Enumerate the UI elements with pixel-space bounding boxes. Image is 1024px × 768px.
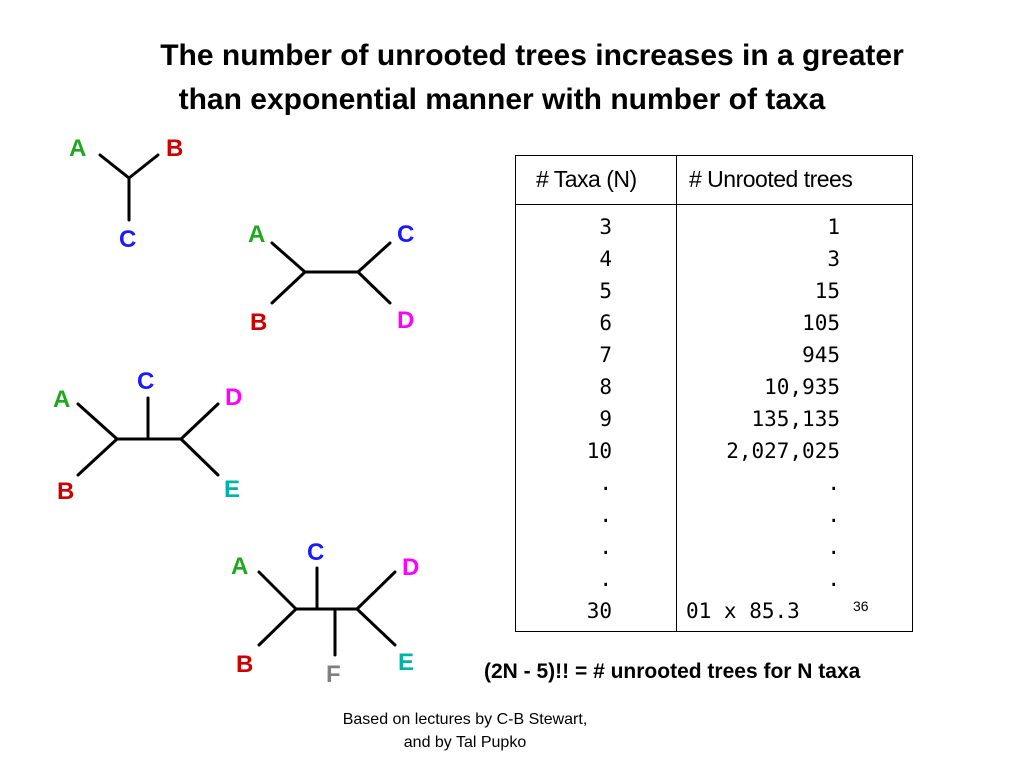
credit-line-2: and by Tal Pupko	[403, 734, 527, 751]
cell-taxa: 5	[599, 279, 612, 303]
tree6-label-e: E	[398, 649, 414, 676]
tree-4-taxa-branches	[270, 241, 392, 305]
table-row: 10 2,027,025	[516, 437, 912, 469]
tree6-label-d: D	[402, 554, 419, 581]
cell-unrooted-trees: 2,027,025	[726, 439, 840, 463]
cell-unrooted-trees: 01 x 85.3	[686, 599, 800, 623]
cell-taxa: 4	[599, 247, 612, 271]
header-taxa: # Taxa (N)	[536, 166, 637, 192]
cell-unrooted-trees: 945	[802, 343, 840, 367]
cell-unrooted-trees: 105	[802, 311, 840, 335]
cell-taxa: 9	[599, 407, 612, 431]
tree4-label-d: D	[397, 307, 414, 334]
cell-taxa: 6	[599, 311, 612, 335]
table-row: ..	[516, 501, 912, 533]
slide-number: 36	[853, 598, 869, 614]
tree5-label-c: C	[137, 368, 154, 395]
cell-taxa: 3	[599, 215, 612, 239]
table-row: ..	[516, 469, 912, 501]
credit-note: Based on lectures by C-B Stewart, and by…	[340, 708, 590, 754]
cell-taxa: .	[599, 567, 612, 591]
cell-taxa: 10	[586, 439, 612, 463]
title-line-2: than exponential manner with number of t…	[178, 83, 826, 116]
cell-taxa: 7	[599, 343, 612, 367]
slide-title: The number of unrooted trees increases i…	[0, 34, 1024, 122]
tree5-label-e: E	[224, 476, 240, 503]
table-row: ..	[516, 533, 912, 565]
cell-unrooted-trees: .	[827, 535, 840, 559]
tree3-label-c: C	[119, 226, 136, 253]
table-row: ..	[516, 565, 912, 597]
cell-unrooted-trees: 10,935	[764, 375, 840, 399]
table-row: 5 15	[516, 277, 912, 309]
table-row: 6 105	[516, 309, 912, 341]
cell-unrooted-trees: .	[827, 567, 840, 591]
credit-line-1: Based on lectures by C-B Stewart,	[342, 711, 588, 728]
cell-unrooted-trees: 135,135	[751, 407, 840, 431]
tree3-label-b: B	[166, 135, 183, 162]
tree5-label-a: A	[53, 386, 70, 413]
double-factorial-formula: (2N - 5)!! = # unrooted trees for N taxa	[484, 660, 861, 683]
tree6-label-b: B	[236, 651, 253, 678]
cell-taxa: .	[599, 471, 612, 495]
tree5-label-d: D	[225, 384, 242, 411]
cell-taxa: .	[599, 503, 612, 527]
tree-5-taxa-branches	[76, 396, 220, 477]
table-row: 8 10,935	[516, 373, 912, 405]
tree4-label-c: C	[397, 221, 414, 248]
table-row: 30 01 x 85.3	[516, 597, 912, 629]
table-row: 7 945	[516, 341, 912, 373]
cell-unrooted-trees: .	[827, 471, 840, 495]
cell-unrooted-trees: .	[827, 503, 840, 527]
title-line-1: The number of unrooted trees increases i…	[160, 39, 904, 72]
table-row: 9 135,135	[516, 405, 912, 437]
cell-taxa: 30	[586, 599, 612, 623]
column-divider	[676, 156, 677, 631]
tree4-label-a: A	[248, 221, 265, 248]
cell-taxa: 8	[599, 375, 612, 399]
tree3-label-a: A	[69, 135, 86, 162]
tree4-label-b: B	[250, 309, 267, 336]
tree6-label-a: A	[231, 553, 248, 580]
tree5-label-b: B	[57, 478, 74, 505]
header-unrooted-trees: # Unrooted trees	[689, 166, 853, 192]
tree6-label-c: C	[307, 539, 324, 566]
tree-3-taxa-branches	[98, 153, 160, 222]
cell-taxa: .	[599, 535, 612, 559]
header-divider	[516, 204, 912, 205]
tree-6-taxa-branches	[257, 566, 397, 657]
cell-unrooted-trees: 1	[827, 215, 840, 239]
cell-unrooted-trees: 3	[827, 247, 840, 271]
tree6-label-f: F	[326, 661, 341, 688]
cell-unrooted-trees: 15	[814, 279, 840, 303]
